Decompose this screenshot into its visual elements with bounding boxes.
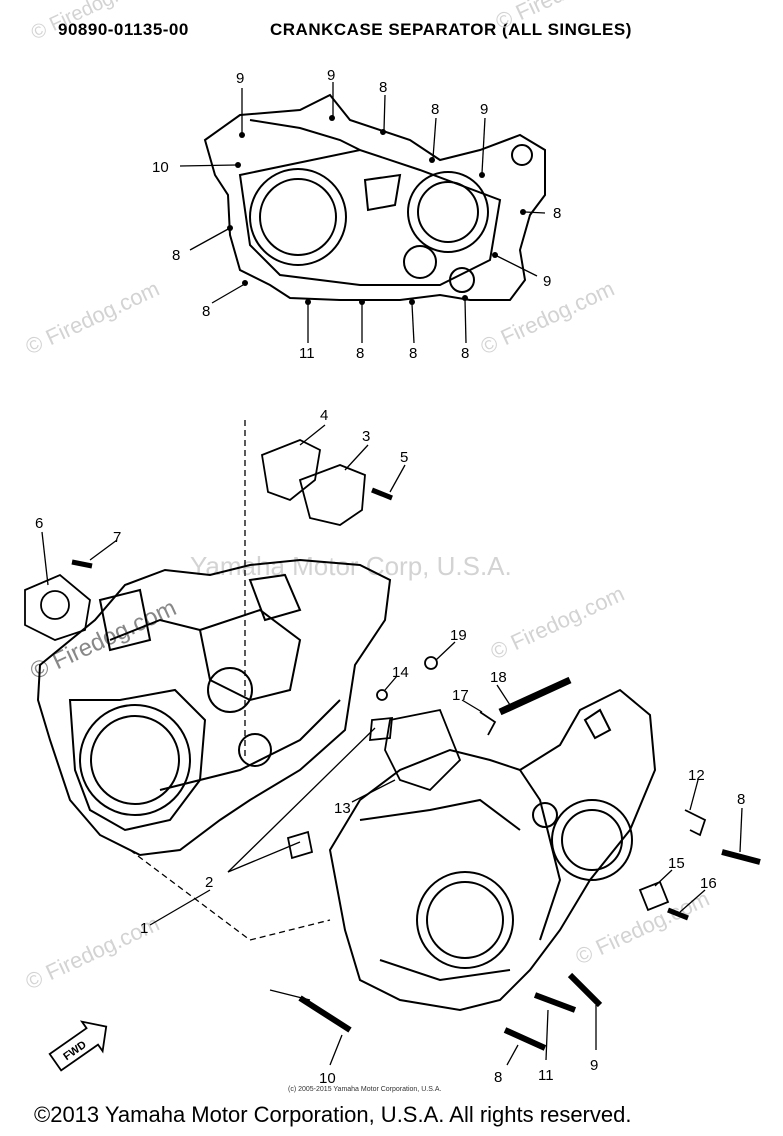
plate-6 xyxy=(24,573,91,641)
watermark-yamaha: Yamaha Motor Corp, U.S.A. xyxy=(190,551,512,581)
callout-label: 8 xyxy=(431,101,439,118)
bolt-10 xyxy=(298,995,352,1033)
callout-label: 15 xyxy=(668,855,685,872)
callout-label: 11 xyxy=(538,1067,554,1084)
bolt-9-lower xyxy=(567,972,603,1008)
bottom-leader-lines xyxy=(41,420,743,1066)
watermark-firedog: © Firedog.com xyxy=(28,0,156,45)
callout-label: 11 xyxy=(299,345,315,362)
callout-label: 6 xyxy=(35,515,43,532)
callout-label: 8 xyxy=(737,791,745,808)
part-number: 90890-01135-00 xyxy=(58,20,189,39)
callout-label: 8 xyxy=(409,345,417,362)
diagram-title: CRANKCASE SEPARATOR (ALL SINGLES) xyxy=(270,20,632,39)
nut-19 xyxy=(424,656,438,670)
callout-label: 13 xyxy=(334,800,351,817)
callout-label: 16 xyxy=(700,875,717,892)
dowel-2-upper xyxy=(368,716,394,742)
callout-label: 8 xyxy=(494,1069,502,1086)
callout-label: 10 xyxy=(319,1070,336,1087)
callout-label: 9 xyxy=(543,273,551,290)
callout-label: 10 xyxy=(152,159,169,176)
callout-label: 2 xyxy=(205,874,213,891)
fitting-17 xyxy=(479,711,497,736)
bracket-12 xyxy=(684,809,707,837)
callout-label: 14 xyxy=(392,664,409,681)
cover-3 xyxy=(298,464,366,526)
bolt-8-lower xyxy=(503,1027,547,1051)
gasket-4 xyxy=(260,439,321,502)
callout-label: 7 xyxy=(113,529,121,546)
callout-label: 9 xyxy=(236,70,244,87)
callout-label: 9 xyxy=(590,1057,598,1074)
bolt-8-right xyxy=(721,849,761,865)
callout-label: 8 xyxy=(202,303,210,320)
callout-label: 9 xyxy=(480,101,488,118)
callout-label: 3 xyxy=(362,428,370,445)
callout-label: 8 xyxy=(379,79,387,96)
watermark-firedog: © Firedog.com xyxy=(572,886,714,970)
small-copyright: (c) 2005-2015 Yamaha Motor Corporation, … xyxy=(288,1086,442,1093)
watermark-firedog: © Firedog.com xyxy=(492,0,634,35)
watermark-firedog: © Firedog.com xyxy=(26,594,180,685)
dowel-2-lower xyxy=(286,830,314,860)
callout-label: 8 xyxy=(553,205,561,222)
plate-15 xyxy=(638,880,670,912)
screw-5 xyxy=(371,487,393,501)
watermarks: © Firedog.com © Firedog.com Yamaha Motor… xyxy=(22,0,714,995)
screw-7 xyxy=(71,559,93,569)
right-crankcase-half xyxy=(328,688,657,1012)
watermark-firedog: © Firedog.com xyxy=(22,276,164,360)
callout-label: 4 xyxy=(320,407,328,424)
callout-label: 18 xyxy=(490,669,507,686)
callout-label: 1 xyxy=(140,920,148,937)
callout-label: 8 xyxy=(461,345,469,362)
fwd-arrow: FWD xyxy=(48,1020,108,1072)
watermark-firedog: © Firedog.com xyxy=(487,581,629,665)
bottom-callouts: 4 3 5 6 7 19 18 17 14 13 12 8 15 16 2 1 … xyxy=(35,407,745,1087)
gasket-13 xyxy=(384,708,462,792)
callout-label: 19 xyxy=(450,627,467,644)
top-callouts: 9 9 8 8 9 10 8 8 8 9 11 8 8 8 xyxy=(152,67,561,362)
callout-label: 8 xyxy=(172,247,180,264)
callout-label: 9 xyxy=(327,67,335,84)
screw-16 xyxy=(667,907,689,921)
callout-label: 8 xyxy=(356,345,364,362)
callout-label: 12 xyxy=(688,767,705,784)
top-crankcase-drawing xyxy=(203,93,546,305)
small-parts xyxy=(24,439,761,1051)
bolt-11 xyxy=(533,992,577,1013)
callout-label: 17 xyxy=(452,687,469,704)
plate-6-hole xyxy=(40,590,70,620)
callout-label: 5 xyxy=(400,449,408,466)
left-crankcase-half xyxy=(36,558,392,857)
pipe-18 xyxy=(498,676,572,716)
top-leader-lines xyxy=(179,82,546,344)
pin-14 xyxy=(376,689,388,701)
footer-copyright: ©2013 Yamaha Motor Corporation, U.S.A. A… xyxy=(34,1102,632,1127)
